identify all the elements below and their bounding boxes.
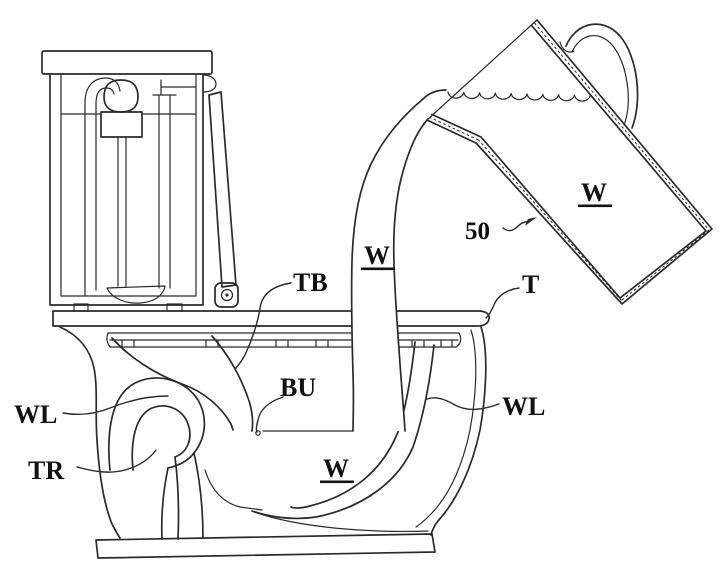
trap-leg-1 <box>160 467 169 540</box>
stream-right-edge <box>392 118 429 432</box>
arrowhead-50 <box>525 217 537 226</box>
leader-bu <box>255 396 284 433</box>
flush-knob <box>202 74 217 93</box>
label-tb: TB <box>293 268 328 297</box>
trap-leg-2 <box>174 456 180 540</box>
trap-arch-inner <box>131 405 191 471</box>
bucket <box>426 19 713 305</box>
stream-fill <box>351 91 446 431</box>
bucket-water-scallops <box>447 91 591 102</box>
rim-deck <box>52 310 491 327</box>
toilet-tank <box>41 50 217 312</box>
label-tr: TR <box>28 456 64 485</box>
deck-slab <box>52 310 491 327</box>
bucket-wall-inner <box>430 25 707 299</box>
sump-outer-line <box>253 511 429 533</box>
label-t: T <box>522 270 539 299</box>
raised-seat-lid <box>208 91 239 308</box>
label-w-bowl: W <box>323 454 349 483</box>
fill-tube-outer <box>84 77 121 297</box>
label-w-bucket-underline <box>578 204 612 208</box>
seat-lid-panel <box>208 91 237 288</box>
leader-tb <box>234 282 292 370</box>
overflow-tube <box>152 79 197 289</box>
sump-left-line <box>204 469 263 511</box>
bucket-mouth-line <box>426 19 538 121</box>
bowl-inner-left-wall <box>111 337 234 431</box>
bucket-wall-outer <box>426 19 713 305</box>
leader-tr <box>76 449 157 473</box>
toilet-base <box>95 533 436 559</box>
bucket-handle-outer <box>565 23 639 129</box>
label-wl-left: WL <box>14 400 57 429</box>
reference-labels: TB T 50 W W W WL TR WL BU <box>14 178 612 485</box>
seat-hinge-plate <box>214 282 239 308</box>
bowl-inner-right-sweep-2 <box>251 344 435 520</box>
leader-wl-left <box>62 395 169 416</box>
base-slab <box>95 533 436 559</box>
bucket-handle-inner <box>571 35 629 126</box>
trap-leg-3 <box>193 452 204 539</box>
label-wl-right: WL <box>502 392 545 421</box>
tank-lid <box>41 50 213 75</box>
seat-ends <box>106 332 462 348</box>
label-50: 50 <box>465 218 490 245</box>
fill-tube-inner <box>95 87 115 291</box>
bowl-shell-inner-right <box>415 329 477 528</box>
rim-channel-line <box>211 335 254 432</box>
bucket-wall-hatch <box>428 22 710 301</box>
hinge-pin <box>220 288 234 302</box>
seat-bumper-ticks <box>121 339 453 348</box>
valve-body <box>100 111 143 138</box>
leader-lines <box>62 217 537 473</box>
flush-valve-seat <box>106 285 166 304</box>
seat-lines <box>107 332 460 348</box>
leader-50 <box>502 221 530 232</box>
label-w-bowl-underline <box>320 480 354 484</box>
trapway <box>108 377 206 540</box>
label-w-bucket: W <box>581 178 607 207</box>
handle-rim-notch <box>559 41 575 53</box>
label-w-stream-underline <box>361 267 395 271</box>
bowl-outer-left <box>59 326 121 539</box>
bucket-body-fill <box>427 20 712 304</box>
bowl-inner-right-sweep <box>290 341 416 509</box>
tank-inner-wall <box>60 73 197 297</box>
tank-outer-wall <box>49 73 204 306</box>
leader-bu-dot <box>255 430 261 436</box>
label-bu: BU <box>280 373 316 402</box>
water-stream <box>262 89 447 432</box>
toilet-seat <box>106 332 462 348</box>
float-ball <box>103 79 139 113</box>
bowl-outer-right <box>430 326 487 536</box>
toilet-bowl <box>59 326 487 539</box>
leader-wl-right <box>426 397 500 411</box>
leader-t <box>485 287 520 319</box>
stream-left-edge <box>350 89 447 432</box>
hinge-pin-center <box>225 293 229 297</box>
label-w-stream: W <box>364 241 390 270</box>
valve-stem <box>117 136 127 287</box>
trap-arch-outer <box>108 377 206 471</box>
